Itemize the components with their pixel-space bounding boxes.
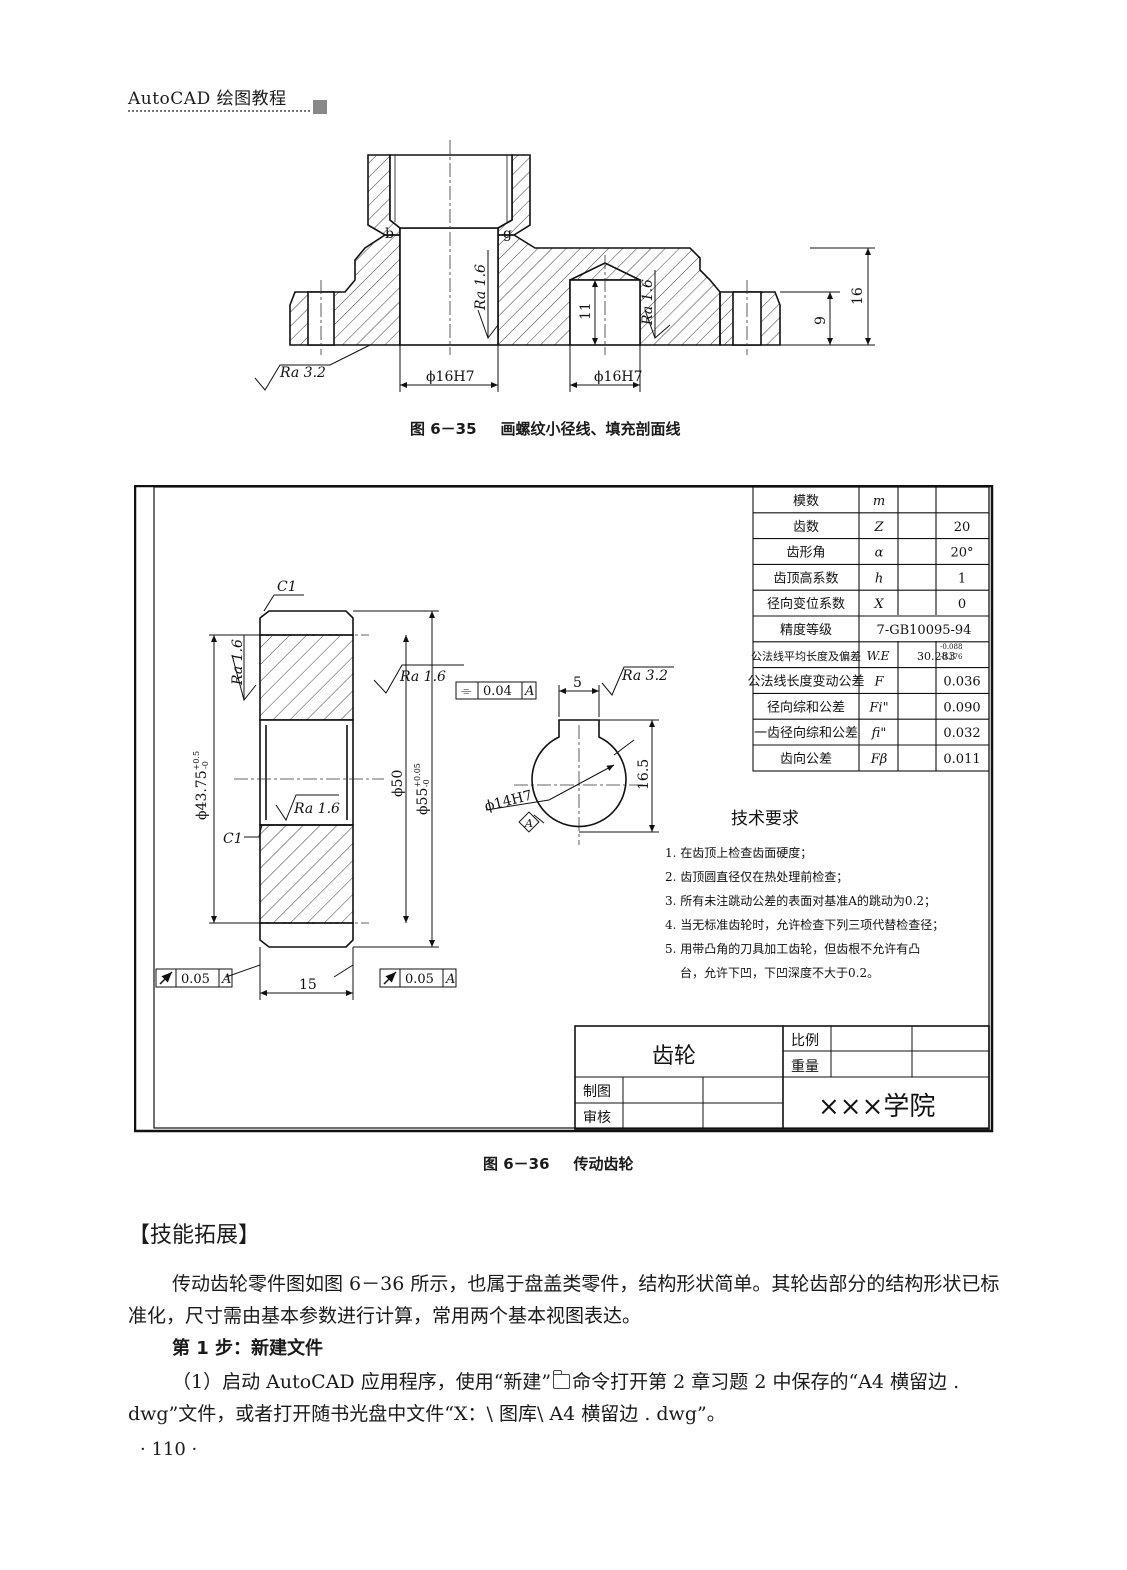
figure-6-36-drawing: C1 C1 Ra 1.6 Ra 1.6 Ra 1.6 Ra 3.2 ϕ43.75… xyxy=(134,485,994,1133)
param-name: 公法线平均长度及偏差 xyxy=(751,649,861,663)
datum-label: A xyxy=(524,817,533,830)
param-value: 20 xyxy=(954,520,971,535)
param-value: 1 xyxy=(958,571,966,586)
param-symbol: W.E xyxy=(867,649,890,663)
gear-ra16-left: Ra 1.6 xyxy=(230,639,246,686)
paragraph-intro: 传动齿轮零件图如图 6－36 所示，也属于盘盖类零件，结构形状简单。其轮齿部分的… xyxy=(128,1273,1000,1327)
figure-6-35-caption-text: 画螺纹小径线、填充剖面线 xyxy=(500,420,681,438)
key-dim-5: 5 xyxy=(573,675,582,691)
param-value: 0.032 xyxy=(943,726,980,741)
tech-req-item: 4. 当无标准齿轮时，允许检查下列三项代替检查径； xyxy=(665,917,944,932)
param-name: 齿向公差 xyxy=(780,751,832,767)
figure-6-35-caption-number: 图 6－35 xyxy=(410,420,477,438)
runout-right-datum: A xyxy=(445,972,455,987)
section-heading-skills: 【技能拓展】 xyxy=(128,1223,261,1248)
fig35-ra16: Ra 1.6 xyxy=(473,264,489,311)
step-1-heading: 第 1 步：新建文件 xyxy=(172,1338,324,1359)
gear-dim-4375: ϕ43.75+0.5-0 xyxy=(192,751,210,820)
param-symbol: F xyxy=(873,675,884,690)
param-name: 齿数 xyxy=(793,520,819,535)
figure-6-36-caption: 图 6－36 传动齿轮 xyxy=(483,1153,634,1174)
gear-chamfer-top: C1 xyxy=(277,579,297,595)
title-checked-label: 审核 xyxy=(583,1110,611,1126)
param-symbol: α xyxy=(875,546,884,561)
fig35-ra32: Ra 3.2 xyxy=(279,365,326,381)
tech-req-item: 台，允许下凹，下凹深度不大于0.2。 xyxy=(680,965,879,980)
figure-6-36-caption-text: 传动齿轮 xyxy=(573,1155,634,1173)
param-name: 精度等级 xyxy=(780,622,832,638)
runout-right-value: 0.05 xyxy=(405,972,434,987)
fig35-ra16-pocket: Ra 1.6 xyxy=(640,279,656,326)
param-symbol: m xyxy=(873,494,885,509)
title-school: ×××学院 xyxy=(818,1092,935,1122)
figure-6-36-caption-number: 图 6－36 xyxy=(483,1155,550,1173)
param-value: 0.011 xyxy=(943,752,980,767)
tech-req-item: 1. 在齿顶上检查齿面硬度； xyxy=(665,845,812,860)
fig35-dim-bore: ϕ16H7 xyxy=(426,369,474,385)
param-name: 一齿径向综和公差 xyxy=(754,725,858,741)
new-file-icon xyxy=(553,1370,571,1389)
we-tol-upper: -0.088 xyxy=(940,643,962,651)
param-symbol: fi" xyxy=(871,726,887,741)
key-dim-165: 16.5 xyxy=(636,759,652,790)
param-value: 0.090 xyxy=(943,700,980,715)
param-name: 径向变位系数 xyxy=(767,596,845,612)
param-symbol: h xyxy=(875,571,883,586)
fig35-dim-pocket: ϕ16H7 xyxy=(594,369,642,385)
param-value: 0 xyxy=(958,597,966,612)
tech-req-item: 3. 所有未注跳动公差的表面对基准A的跳动为0.2； xyxy=(665,893,936,908)
gear-chamfer-mid: C1 xyxy=(223,831,243,847)
gear-dim-15: 15 xyxy=(299,977,317,993)
header-dotted-rule xyxy=(128,110,310,112)
page-number: · 110 · xyxy=(140,1439,198,1460)
bore-dim: ϕ14H7 xyxy=(483,788,534,815)
gear-ra16-right: Ra 1.6 xyxy=(399,669,446,685)
runout-left-datum: A xyxy=(221,972,231,987)
title-scale-label: 比例 xyxy=(791,1033,819,1049)
title-part-name: 齿轮 xyxy=(652,1044,696,1069)
tech-req-item: 5. 用带凸角的刀具加工齿轮，但齿根不允许有凸 xyxy=(665,941,920,956)
param-value: 30.283 xyxy=(917,650,956,663)
fig35-label-b: b xyxy=(385,226,394,242)
param-value: 0.036 xyxy=(943,675,980,690)
title-drawn-label: 制图 xyxy=(583,1084,611,1100)
param-name: 模数 xyxy=(793,494,819,509)
header-marker xyxy=(313,100,327,114)
param-name: 齿形角 xyxy=(786,546,825,561)
we-tol-lower: -0.176 xyxy=(940,653,963,661)
paragraph-step-1-b: 命令打开第 2 章习题 2 中保存的“A4 横留边 . dwg”文件，或者打开随… xyxy=(128,1371,960,1425)
fig35-dim-11: 11 xyxy=(578,302,594,320)
tech-req-title: 技术要求 xyxy=(731,809,799,829)
param-value: 20° xyxy=(950,546,973,561)
fc-datum: A xyxy=(524,684,534,699)
param-name: 径向综和公差 xyxy=(767,699,845,715)
figure-6-35-caption: 图 6－35 画螺纹小径线、填充剖面线 xyxy=(410,418,681,439)
key-ra32: Ra 3.2 xyxy=(621,668,668,684)
param-symbol: Fi" xyxy=(868,700,888,715)
paragraph-step-1-a: （1）启动 AutoCAD 应用程序，使用“新建” xyxy=(172,1371,552,1393)
tech-req-item: 2. 齿顶圆直径仅在热处理前检查； xyxy=(665,869,848,884)
param-name: 公法线长度变动公差 xyxy=(747,674,864,690)
gear-ra16-bore: Ra 1.6 xyxy=(293,801,340,817)
paragraph-step-1: （1）启动 AutoCAD 应用程序，使用“新建”命令打开第 2 章习题 2 中… xyxy=(128,1366,1000,1430)
runout-left-value: 0.05 xyxy=(181,972,210,987)
fig35-dim-16: 16 xyxy=(850,287,866,305)
param-symbol: Z xyxy=(873,520,884,535)
figure-6-35-drawing: b g Ra 3.2 Ra 1.6 Ra 1.6 ϕ16H7 ϕ16H7 11 … xyxy=(254,140,875,392)
gear-dim-50: ϕ50 xyxy=(390,770,406,797)
title-weight-label: 重量 xyxy=(791,1059,819,1075)
running-header: AutoCAD 绘图教程 xyxy=(128,89,287,109)
fc-symbol: ⌯ xyxy=(461,684,472,699)
param-symbol: Fβ xyxy=(870,752,888,767)
param-name: 齿顶高系数 xyxy=(773,570,838,586)
fig35-label-g: g xyxy=(503,226,512,242)
fc-value: 0.04 xyxy=(483,684,512,699)
gear-dim-55: ϕ55+0.05-0 xyxy=(413,763,431,815)
param-symbol: 7-GB10095-94 xyxy=(877,623,972,638)
fig35-dim-9: 9 xyxy=(813,316,829,325)
param-symbol: X xyxy=(873,597,884,612)
